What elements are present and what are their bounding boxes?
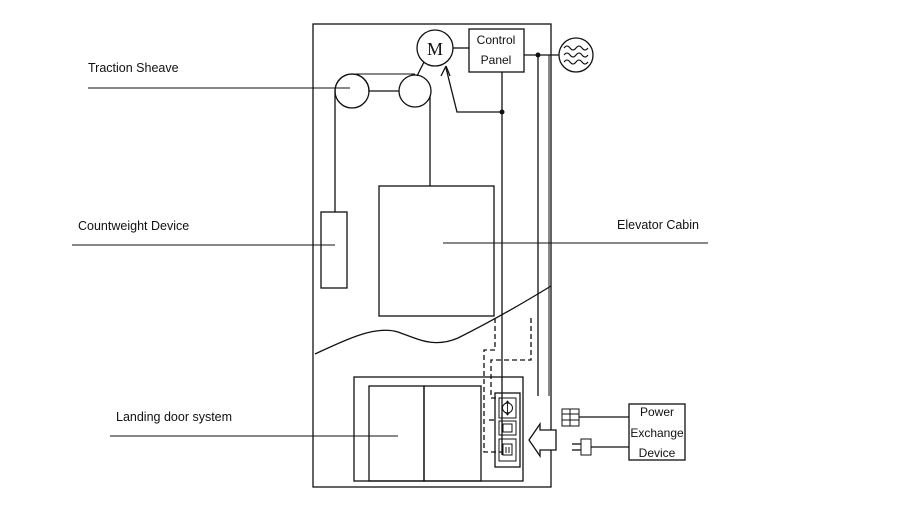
dashed-wire-1 bbox=[483, 318, 502, 453]
control-panel-box bbox=[468, 28, 525, 73]
label-traction-sheave: Traction Sheave bbox=[88, 61, 179, 75]
power-exchange-label-3: Device bbox=[639, 446, 676, 460]
elevator-shaft bbox=[312, 23, 552, 488]
label-counterweight: Countweight Device bbox=[78, 219, 189, 233]
elevator-cabin bbox=[378, 185, 495, 317]
motor-label: M bbox=[427, 39, 443, 59]
dashed-wire-2 bbox=[490, 318, 532, 399]
landing-door-right bbox=[423, 385, 482, 482]
control-panel-label-1: Control bbox=[477, 33, 516, 47]
ac-power-source-icon bbox=[558, 37, 594, 73]
plug-icon bbox=[561, 408, 580, 427]
power-exchange-label-2: Exchange bbox=[630, 426, 684, 440]
label-elevator-cabin: Elevator Cabin bbox=[617, 218, 699, 232]
indicator-icon bbox=[498, 420, 517, 436]
call-button-icon bbox=[498, 397, 517, 419]
landing-door-left bbox=[368, 385, 425, 482]
socket-icon bbox=[498, 438, 517, 462]
socket-plug-icon bbox=[572, 438, 592, 456]
power-exchange-label-1: Power bbox=[640, 405, 674, 419]
block-arrow-icon bbox=[528, 421, 557, 459]
sheave-right bbox=[398, 74, 432, 108]
feedback-line bbox=[445, 67, 503, 113]
counterweight-block bbox=[320, 211, 348, 289]
power-exchange-box bbox=[628, 403, 686, 461]
control-panel-label-2: Panel bbox=[481, 53, 512, 67]
feedback-arrowhead bbox=[440, 65, 451, 77]
motor-to-sheave bbox=[416, 61, 425, 77]
call-panel bbox=[494, 392, 521, 468]
section-break-curve bbox=[314, 285, 552, 355]
label-landing-door: Landing door system bbox=[116, 410, 232, 424]
motor-icon: M bbox=[416, 29, 454, 67]
